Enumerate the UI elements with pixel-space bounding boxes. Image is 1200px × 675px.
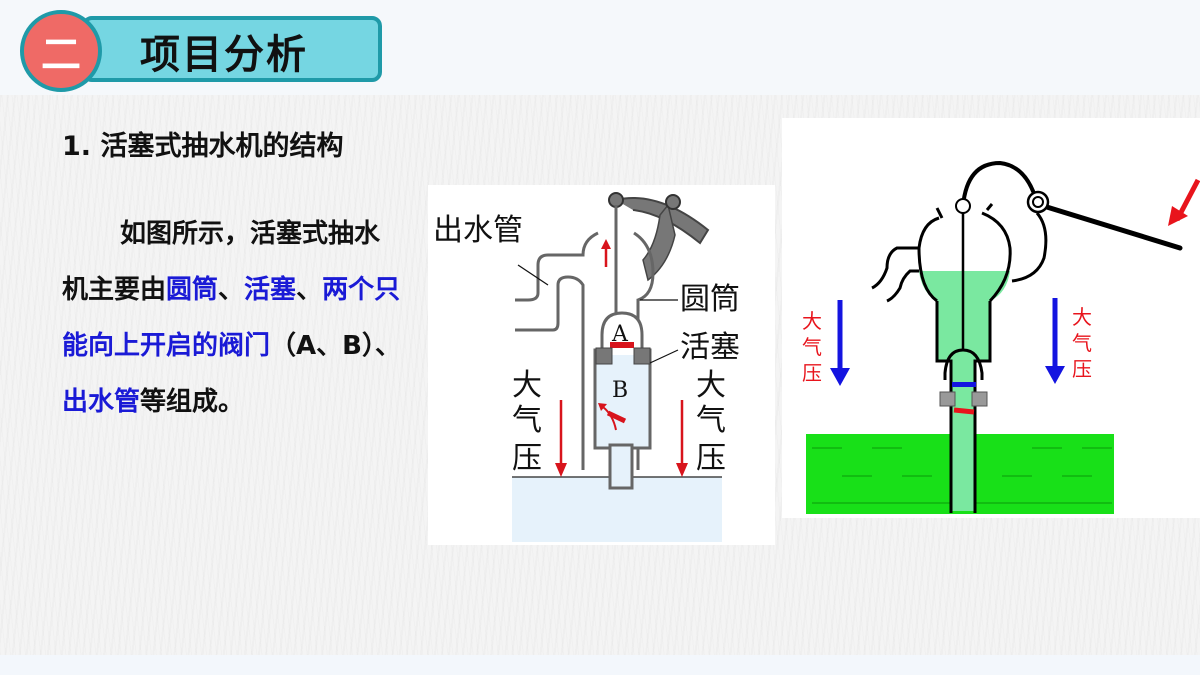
para-seg-2: 、 bbox=[218, 275, 245, 305]
para-seg-3: 活塞 bbox=[244, 275, 297, 305]
content-heading: 1. 活塞式抽水机的结构 bbox=[62, 131, 344, 162]
valve-a-label: A bbox=[611, 322, 629, 347]
content-paragraph: 如图所示，活塞式抽水机主要由圆筒、活塞、两个只能向上开启的阀门（A、B）、出水管… bbox=[62, 206, 402, 430]
section-number-badge: 二 bbox=[20, 10, 102, 92]
svg-text:大: 大 bbox=[696, 368, 726, 403]
svg-text:压: 压 bbox=[1072, 357, 1092, 381]
svg-text:气: 气 bbox=[696, 403, 726, 438]
para-seg-7: 出水管 bbox=[62, 387, 141, 417]
para-seg-1: 圆筒 bbox=[166, 275, 219, 305]
piston bbox=[595, 347, 613, 365]
atm-pressure-label-right: 大 气 压 bbox=[1072, 305, 1092, 381]
piston-pump-svg: A B 出水管 圆筒 活塞 大 气 压 大 气 压 bbox=[433, 192, 740, 542]
outlet-pipe-label: 出水管 bbox=[433, 213, 523, 248]
para-seg-0: 如图所示，活塞式抽水机主要由 bbox=[62, 219, 381, 305]
svg-text:压: 压 bbox=[512, 441, 542, 476]
pump-operation-svg: 大 气 压 大 气 压 bbox=[802, 160, 1200, 514]
svg-text:大: 大 bbox=[512, 368, 542, 403]
piston-label: 活塞 bbox=[680, 330, 740, 365]
para-seg-5: 两个只能向上开启的阀门 bbox=[62, 275, 401, 361]
outlet-pipe bbox=[515, 231, 599, 302]
valve-b-label: B bbox=[612, 378, 628, 403]
svg-text:大: 大 bbox=[1072, 305, 1092, 329]
pump-handle bbox=[615, 197, 710, 245]
svg-text:气: 气 bbox=[1072, 331, 1092, 355]
cylinder-wall bbox=[633, 231, 655, 470]
piston-pump-diagram: A B 出水管 圆筒 活塞 大 气 压 大 气 压 bbox=[428, 185, 775, 545]
atm-pressure-label-left: 大 气 压 bbox=[802, 309, 822, 385]
cylinder-label: 圆筒 bbox=[680, 282, 740, 317]
svg-text:气: 气 bbox=[802, 335, 822, 359]
section-number: 二 bbox=[41, 32, 81, 78]
valve-b bbox=[953, 407, 975, 415]
svg-text:压: 压 bbox=[696, 441, 726, 476]
svg-text:大: 大 bbox=[802, 309, 822, 333]
para-seg-4: 、 bbox=[296, 275, 323, 305]
section-title-bar bbox=[82, 16, 382, 82]
atm-pressure-label-right: 大 气 压 bbox=[696, 368, 726, 476]
outlet-spout bbox=[871, 246, 919, 290]
para-seg-6: （A、B）、 bbox=[270, 331, 401, 361]
valve-a bbox=[952, 382, 976, 387]
piston bbox=[939, 391, 956, 407]
para-seg-8: 等组成。 bbox=[140, 387, 245, 417]
atm-pressure-label-left: 大 气 压 bbox=[512, 368, 542, 476]
valve-a bbox=[610, 342, 634, 348]
pump-operation-diagram: 大 气 压 大 气 压 bbox=[782, 118, 1200, 518]
svg-text:压: 压 bbox=[802, 361, 822, 385]
svg-text:气: 气 bbox=[512, 403, 542, 438]
bottom-band bbox=[0, 655, 1200, 675]
section-title: 项目分析 bbox=[140, 32, 308, 78]
pump-handle bbox=[961, 160, 1039, 207]
